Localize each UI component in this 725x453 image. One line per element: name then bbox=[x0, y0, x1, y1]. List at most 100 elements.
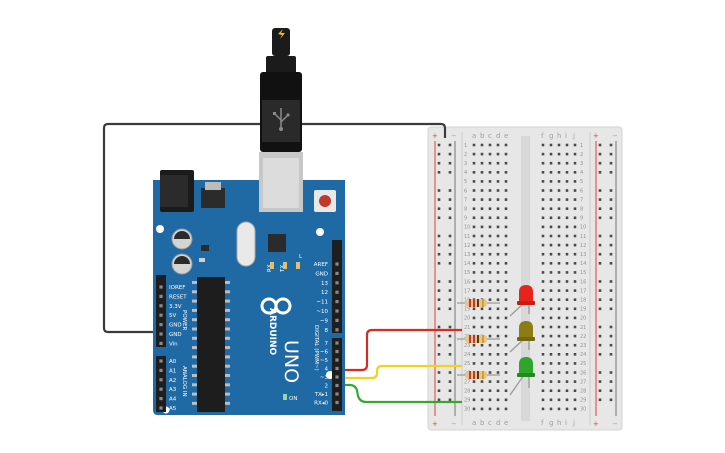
breadboard-hole[interactable] bbox=[504, 380, 508, 383]
breadboard-hole[interactable] bbox=[496, 289, 500, 292]
breadboard-hole[interactable] bbox=[480, 225, 484, 229]
header-pin[interactable] bbox=[159, 332, 163, 336]
rail-hole[interactable] bbox=[609, 216, 613, 220]
digital-header-top[interactable] bbox=[332, 240, 342, 333]
breadboard-hole[interactable] bbox=[472, 271, 476, 274]
rail-hole[interactable] bbox=[609, 389, 613, 392]
breadboard-hole[interactable] bbox=[504, 307, 508, 311]
breadboard-hole[interactable] bbox=[472, 143, 476, 147]
breadboard-hole[interactable] bbox=[557, 362, 561, 365]
breadboard-hole[interactable] bbox=[549, 398, 553, 402]
breadboard-hole[interactable] bbox=[488, 180, 492, 183]
header-pin[interactable] bbox=[335, 366, 339, 371]
breadboard-hole[interactable] bbox=[488, 353, 492, 356]
header-pin[interactable] bbox=[335, 400, 339, 405]
breadboard-hole[interactable] bbox=[557, 243, 561, 247]
rail-hole[interactable] bbox=[609, 334, 613, 338]
breadboard-hole[interactable] bbox=[496, 334, 500, 338]
breadboard-hole[interactable] bbox=[480, 307, 484, 311]
breadboard-hole[interactable] bbox=[496, 371, 500, 374]
breadboard-hole[interactable] bbox=[557, 298, 561, 301]
breadboard-hole[interactable] bbox=[549, 407, 553, 411]
breadboard-hole[interactable] bbox=[557, 280, 561, 283]
rail-hole[interactable] bbox=[437, 398, 441, 402]
breadboard-hole[interactable] bbox=[549, 262, 553, 265]
rail-hole[interactable] bbox=[448, 353, 452, 356]
breadboard-hole[interactable] bbox=[573, 389, 577, 392]
rail-hole[interactable] bbox=[609, 207, 613, 210]
breadboard-hole[interactable] bbox=[488, 334, 492, 338]
rail-hole[interactable] bbox=[448, 307, 452, 311]
breadboard-hole[interactable] bbox=[504, 325, 508, 329]
breadboard-hole[interactable] bbox=[541, 171, 545, 174]
breadboard-hole[interactable] bbox=[557, 289, 561, 292]
breadboard-hole[interactable] bbox=[565, 389, 569, 392]
breadboard-hole[interactable] bbox=[565, 298, 569, 301]
rail-hole[interactable] bbox=[598, 389, 602, 392]
breadboard-hole[interactable] bbox=[573, 152, 577, 156]
breadboard-hole[interactable] bbox=[480, 243, 484, 247]
rail-hole[interactable] bbox=[448, 280, 452, 283]
breadboard-hole[interactable] bbox=[488, 280, 492, 283]
rail-hole[interactable] bbox=[448, 189, 452, 192]
reset-button-cap[interactable] bbox=[319, 195, 331, 207]
breadboard-hole[interactable] bbox=[565, 252, 569, 256]
rail-hole[interactable] bbox=[609, 252, 613, 256]
breadboard-hole[interactable] bbox=[541, 316, 545, 320]
breadboard-hole[interactable] bbox=[549, 380, 553, 383]
breadboard-hole[interactable] bbox=[541, 334, 545, 338]
breadboard-hole[interactable] bbox=[488, 143, 492, 147]
breadboard-hole[interactable] bbox=[549, 216, 553, 220]
rail-hole[interactable] bbox=[437, 171, 441, 174]
header-pin[interactable] bbox=[335, 271, 339, 275]
breadboard-hole[interactable] bbox=[496, 407, 500, 411]
breadboard-hole[interactable] bbox=[488, 298, 492, 301]
rail-hole[interactable] bbox=[598, 343, 602, 347]
breadboard-hole[interactable] bbox=[504, 389, 508, 392]
header-pin[interactable] bbox=[335, 290, 339, 294]
header-pin[interactable] bbox=[159, 387, 163, 391]
breadboard-hole[interactable] bbox=[557, 389, 561, 392]
rail-hole[interactable] bbox=[437, 334, 441, 338]
rail-hole[interactable] bbox=[437, 298, 441, 301]
rail-hole[interactable] bbox=[598, 262, 602, 265]
header-pin[interactable] bbox=[335, 300, 339, 304]
resistors[interactable] bbox=[457, 299, 500, 379]
breadboard-hole[interactable] bbox=[472, 407, 476, 411]
breadboard-hole[interactable] bbox=[472, 280, 476, 283]
rail-hole[interactable] bbox=[609, 371, 613, 374]
rail-hole[interactable] bbox=[609, 307, 613, 311]
breadboard-hole[interactable] bbox=[565, 243, 569, 247]
breadboard-hole[interactable] bbox=[573, 243, 577, 247]
rail-hole[interactable] bbox=[609, 243, 613, 247]
breadboard-hole[interactable] bbox=[496, 298, 500, 301]
breadboard-hole[interactable] bbox=[472, 180, 476, 183]
breadboard-hole[interactable] bbox=[496, 280, 500, 283]
breadboard-hole[interactable] bbox=[504, 316, 508, 320]
rail-hole[interactable] bbox=[437, 207, 441, 210]
breadboard-hole[interactable] bbox=[565, 225, 569, 229]
breadboard-hole[interactable] bbox=[504, 298, 508, 301]
breadboard-hole[interactable] bbox=[504, 407, 508, 411]
breadboard-hole[interactable] bbox=[573, 280, 577, 283]
breadboard-hole[interactable] bbox=[557, 171, 561, 174]
breadboard-hole[interactable] bbox=[480, 271, 484, 274]
rail-hole[interactable] bbox=[448, 334, 452, 338]
rail-hole[interactable] bbox=[448, 398, 452, 402]
breadboard-hole[interactable] bbox=[565, 262, 569, 265]
breadboard-hole[interactable] bbox=[472, 353, 476, 356]
rail-hole[interactable] bbox=[598, 152, 602, 156]
breadboard-hole[interactable] bbox=[541, 180, 545, 183]
rail-hole[interactable] bbox=[448, 380, 452, 383]
breadboard-hole[interactable] bbox=[557, 325, 561, 329]
breadboard-hole[interactable] bbox=[565, 371, 569, 374]
breadboard-hole[interactable] bbox=[504, 171, 508, 174]
header-pin[interactable] bbox=[335, 318, 339, 322]
rail-hole[interactable] bbox=[437, 307, 441, 311]
breadboard-hole[interactable] bbox=[504, 252, 508, 256]
header-pin[interactable] bbox=[159, 359, 163, 363]
breadboard-hole[interactable] bbox=[541, 143, 545, 147]
rail-hole[interactable] bbox=[598, 353, 602, 356]
breadboard-hole[interactable] bbox=[472, 325, 476, 329]
breadboard-hole[interactable] bbox=[480, 216, 484, 220]
